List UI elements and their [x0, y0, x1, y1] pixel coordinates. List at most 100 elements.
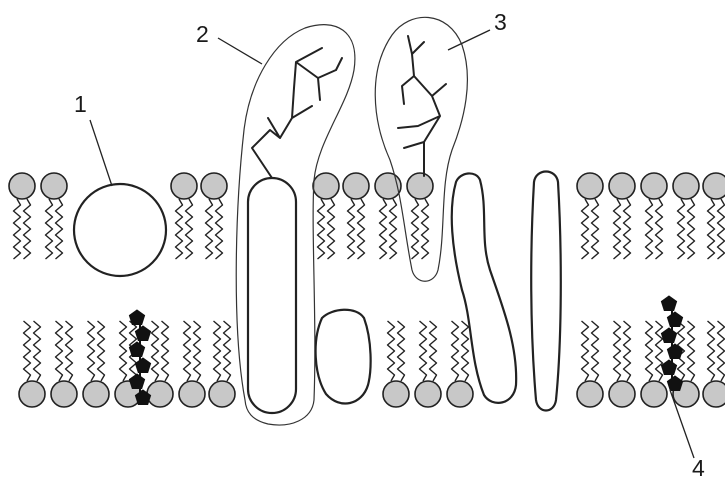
phospholipid-tail	[152, 321, 159, 381]
phospholipid-tail	[34, 321, 41, 381]
phospholipid-head	[415, 381, 441, 407]
phospholipid-tail	[216, 199, 223, 259]
phospholipid-tail	[348, 199, 355, 259]
leader-line-1	[90, 120, 112, 186]
phospholipid-head	[703, 381, 725, 407]
phospholipid-tail	[688, 199, 695, 259]
phospholipid-tail	[582, 321, 589, 381]
phospholipid-tail	[56, 321, 63, 381]
phospholipid-head	[447, 381, 473, 407]
phospholipid-tail	[592, 199, 599, 259]
phospholipid-tail	[430, 321, 437, 381]
leader-line-2	[218, 38, 262, 64]
phospholipid-head	[641, 381, 667, 407]
phospholipid-tail	[422, 199, 429, 259]
cholesterol-ring	[667, 344, 682, 359]
phospholipid-tail	[328, 199, 335, 259]
phospholipid-head	[313, 173, 339, 199]
cholesterol-ring	[667, 376, 682, 391]
phospholipid-tail	[398, 321, 405, 381]
cholesterol-ring	[661, 296, 676, 311]
cholesterol-ring	[661, 328, 676, 343]
phospholipid-tail	[194, 321, 201, 381]
phospholipid-tail	[120, 321, 127, 381]
phospholipid-tail	[66, 321, 73, 381]
cholesterol-ring	[129, 374, 144, 389]
phospholipid-tail	[718, 199, 725, 259]
carbohydrate-chain-3	[398, 36, 446, 176]
phospholipid-head	[641, 173, 667, 199]
phospholipid-tail	[646, 321, 653, 381]
phospholipid-tail	[46, 199, 53, 259]
phospholipid-tail	[624, 321, 631, 381]
leader-line-3	[448, 30, 490, 50]
phospholipid-tail	[224, 321, 231, 381]
phospholipid-tail	[708, 199, 715, 259]
phospholipid-tail	[98, 321, 105, 381]
phospholipid-head	[83, 381, 109, 407]
label-3: 3	[494, 9, 507, 35]
phospholipid-tail	[614, 199, 621, 259]
phospholipid-tail	[380, 199, 387, 259]
peripheral-protein-lower	[316, 310, 371, 404]
phospholipid-head	[19, 381, 45, 407]
phospholipid-head	[179, 381, 205, 407]
phospholipid-tail	[592, 321, 599, 381]
cholesterol-ring	[135, 326, 150, 341]
phospholipid-head	[41, 173, 67, 199]
phospholipid-tail	[688, 321, 695, 381]
phospholipid-tail	[388, 321, 395, 381]
cholesterol-ring	[667, 312, 682, 327]
cholesterol-ring	[661, 360, 676, 375]
phospholipid-tail	[206, 199, 213, 259]
phospholipid-head	[407, 173, 433, 199]
cholesterol-ring	[129, 342, 144, 357]
lower-leaflet	[19, 321, 725, 407]
phospholipid-head	[577, 381, 603, 407]
phospholipid-head	[201, 173, 227, 199]
cholesterol-ring	[129, 310, 144, 325]
globular-protein-1	[74, 184, 166, 276]
phospholipid-tail	[162, 321, 169, 381]
phospholipid-head	[609, 173, 635, 199]
phospholipid-tail	[24, 199, 31, 259]
phospholipid-tail	[14, 199, 21, 259]
phospholipid-tail	[656, 321, 663, 381]
label-4: 4	[692, 455, 705, 479]
phospholipid-tail	[176, 199, 183, 259]
transmembrane-protein-narrow	[531, 172, 561, 411]
cholesterol-ring	[135, 358, 150, 373]
phospholipid-head	[577, 173, 603, 199]
phospholipid-tail	[24, 321, 31, 381]
phospholipid-tail	[708, 321, 715, 381]
transmembrane-protein-2	[248, 178, 296, 413]
phospholipid-tail	[614, 321, 621, 381]
phospholipid-head	[147, 381, 173, 407]
label-2: 2	[196, 21, 209, 47]
phospholipid-head	[383, 381, 409, 407]
phospholipid-head	[609, 381, 635, 407]
label-1: 1	[74, 91, 87, 117]
phospholipid-tail	[88, 321, 95, 381]
phospholipid-tail	[646, 199, 653, 259]
phospholipid-head	[673, 173, 699, 199]
phospholipid-tail	[462, 321, 469, 381]
phospholipid-head	[9, 173, 35, 199]
phospholipid-head	[171, 173, 197, 199]
phospholipid-tail	[452, 321, 459, 381]
phospholipid-tail	[184, 321, 191, 381]
phospholipid-tail	[318, 199, 325, 259]
carbohydrate-chain-2	[252, 48, 342, 178]
phospholipid-tail	[390, 199, 397, 259]
phospholipid-head	[209, 381, 235, 407]
phospholipid-tail	[582, 199, 589, 259]
phospholipid-head	[51, 381, 77, 407]
phospholipid-tail	[420, 321, 427, 381]
phospholipid-tail	[358, 199, 365, 259]
phospholipid-tail	[678, 199, 685, 259]
phospholipid-tail	[412, 199, 419, 259]
phospholipid-tail	[656, 199, 663, 259]
phospholipid-tail	[718, 321, 725, 381]
phospholipid-tail	[186, 199, 193, 259]
